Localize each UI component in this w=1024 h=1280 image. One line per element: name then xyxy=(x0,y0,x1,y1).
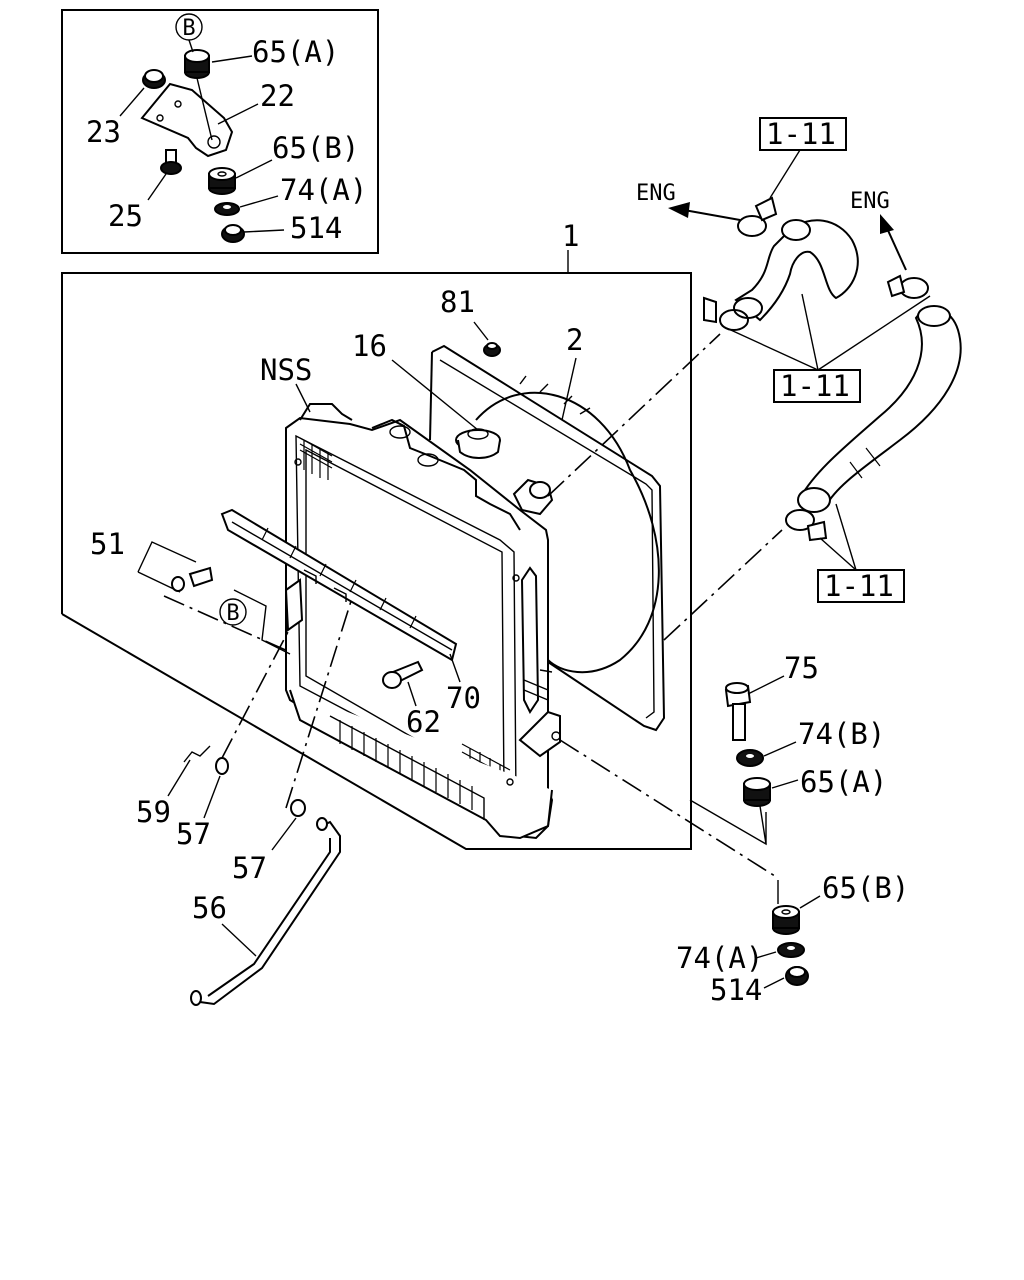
drain-cock-59 xyxy=(183,745,211,763)
eng-arrow-right: ENG xyxy=(850,189,907,271)
lower-hose xyxy=(797,305,962,513)
callout-74b: 74(B) xyxy=(798,717,885,751)
radiator-core xyxy=(284,342,561,840)
bolt-51 xyxy=(137,541,214,593)
callout-65a-inset: 65(A) xyxy=(252,35,339,69)
callout-81: 81 xyxy=(440,285,475,319)
callout-59: 59 xyxy=(136,795,171,829)
mount-stack-right: 75 74(B) 65(A) 65(B) 7 xyxy=(676,651,909,1007)
bolt-62 xyxy=(382,660,424,689)
radiator-assembly-outline: 1 xyxy=(61,219,692,850)
bolt-75 xyxy=(724,682,752,741)
callout-2: 2 xyxy=(566,323,583,357)
rubber-mount-65a xyxy=(743,777,771,807)
rubber-mount-65a-inset xyxy=(184,49,210,79)
drain-pipe-56 xyxy=(199,820,341,1006)
hose-clamp-upper-right xyxy=(703,296,749,331)
reference-box-mid: 1-11 xyxy=(721,293,931,403)
nut-23-inset xyxy=(142,69,166,89)
reference-box-low: 1-11 xyxy=(817,503,905,603)
hose-clamp-lower xyxy=(785,509,828,542)
callout-65a: 65(A) xyxy=(800,765,887,799)
callout-57a: 57 xyxy=(176,817,211,851)
hose-clamp-eng-right xyxy=(886,274,929,299)
bolt-25-inset xyxy=(160,149,182,175)
reference-box-top: 1-11 xyxy=(759,117,847,199)
ref-1-11-low: 1-11 xyxy=(824,569,894,603)
callout-62: 62 xyxy=(406,705,441,739)
callout-56: 56 xyxy=(192,891,227,925)
callout-23-inset: 23 xyxy=(86,115,121,149)
callout-514-inset: 514 xyxy=(290,211,342,245)
callout-514: 514 xyxy=(710,973,762,1007)
drain-parts: 59 57 57 56 xyxy=(136,745,341,1006)
eng-label-left: ENG xyxy=(636,181,676,206)
inset-detail-box: B 65(A) 22 23 65(B) 25 74(A) 514 xyxy=(61,9,379,254)
callout-16: 16 xyxy=(352,329,387,363)
callout-57b: 57 xyxy=(232,851,267,885)
callout-74a-inset: 74(A) xyxy=(280,173,367,207)
fan-shroud-2 xyxy=(429,344,666,732)
rubber-mount-65b-inset xyxy=(208,167,236,195)
rubber-mount-65b xyxy=(772,905,800,935)
callout-65b-inset: 65(B) xyxy=(272,131,359,165)
eng-label-right: ENG xyxy=(850,189,890,214)
washer-74a-inset xyxy=(214,202,240,216)
upper-hose xyxy=(733,219,859,322)
main-b-marker: B xyxy=(226,601,239,626)
callout-51: 51 xyxy=(90,527,125,561)
callout-1: 1 xyxy=(562,219,579,253)
callout-70: 70 xyxy=(446,681,481,715)
callout-nss: NSS xyxy=(260,353,312,387)
nut-514 xyxy=(785,966,809,986)
side-member-70 xyxy=(220,508,458,662)
callout-25-inset: 25 xyxy=(108,199,143,233)
inset-b-marker: B xyxy=(182,16,195,41)
washer-74a xyxy=(777,942,805,958)
eng-arrow-left: ENG xyxy=(636,181,741,221)
plug-81 xyxy=(483,342,501,357)
washer-57b xyxy=(290,799,306,817)
callout-65b: 65(B) xyxy=(822,871,909,905)
callout-74a: 74(A) xyxy=(676,941,763,975)
callout-22-inset: 22 xyxy=(260,79,295,113)
hose-clamp-upper-left xyxy=(737,196,778,237)
washer-57a xyxy=(215,757,229,775)
callout-75: 75 xyxy=(784,651,819,685)
ref-1-11-top: 1-11 xyxy=(766,117,836,151)
washer-74b xyxy=(736,749,764,767)
nut-514-inset xyxy=(221,224,245,243)
ref-1-11-mid: 1-11 xyxy=(780,369,850,403)
radiator-cap-16 xyxy=(455,428,501,459)
